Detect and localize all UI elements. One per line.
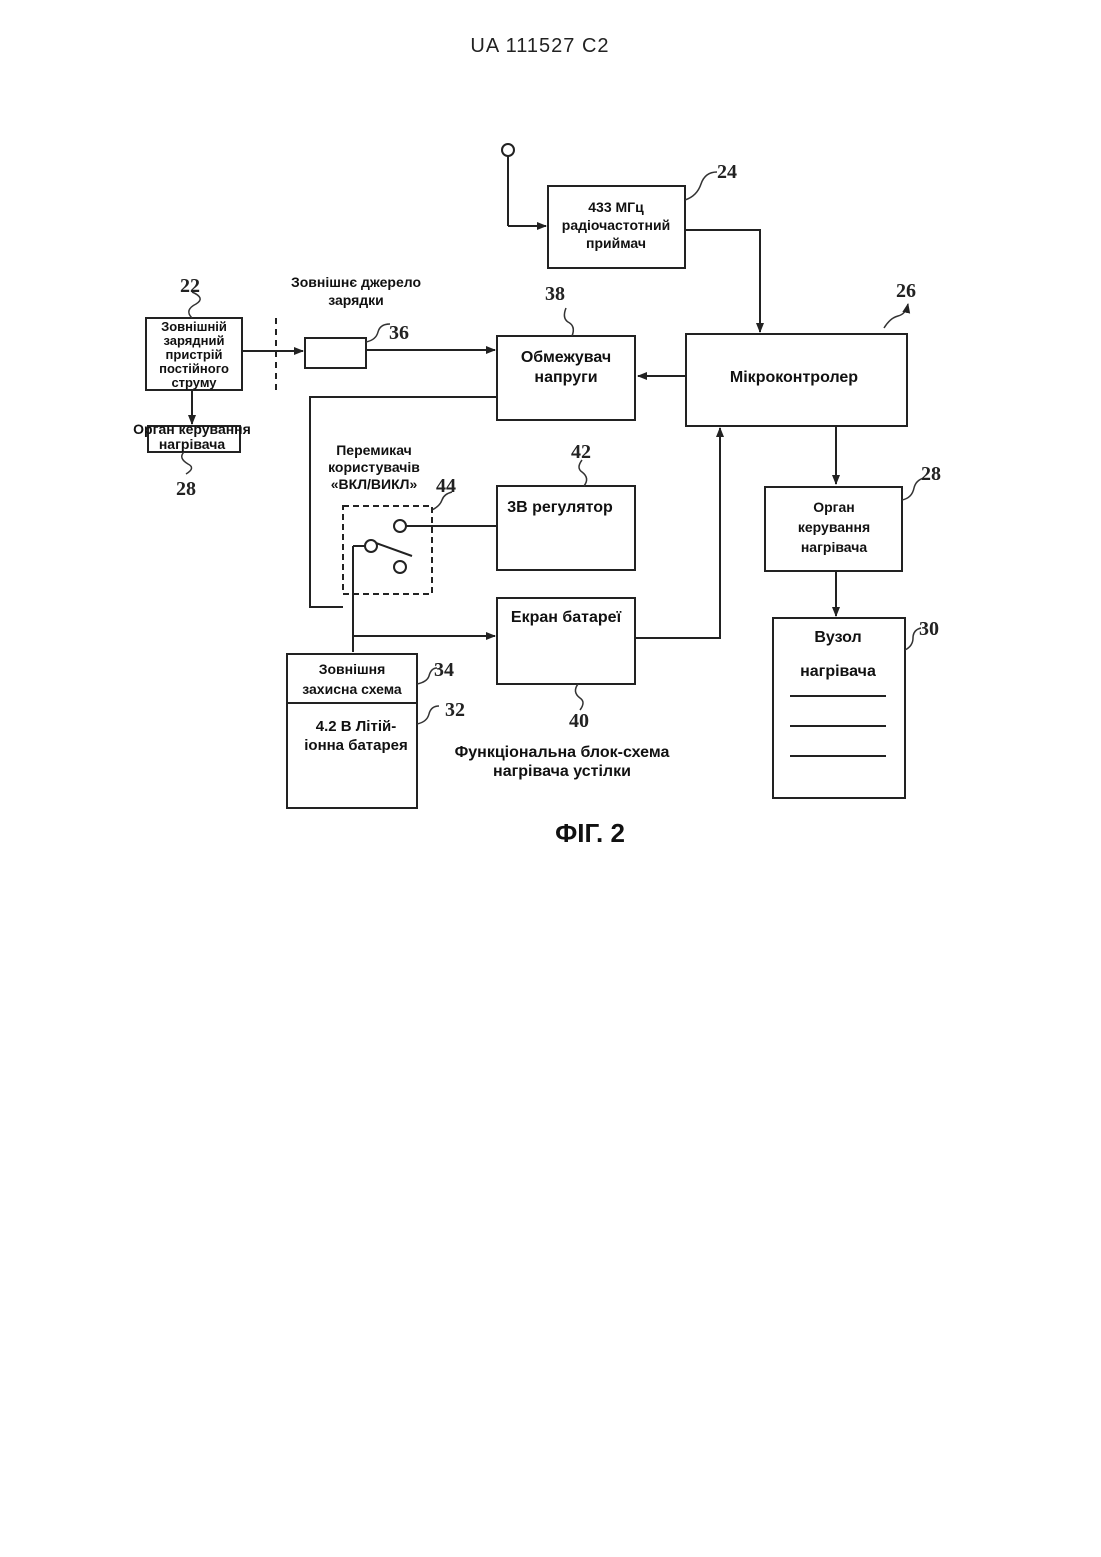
ref-32: 32	[445, 699, 465, 721]
receiver-line-2: радіочастотний	[562, 217, 670, 233]
regulator-block: 3В регулятор	[497, 486, 635, 570]
ref-38: 38	[545, 283, 565, 305]
ref-leader-36	[366, 324, 390, 342]
battery-screen-block: Екран батареї	[497, 598, 635, 684]
ref-26: 26	[896, 280, 916, 302]
regulator-label: 3В регулятор	[507, 499, 613, 516]
ref-40: 40	[569, 710, 589, 732]
ref-42: 42	[571, 441, 591, 463]
heater-control-left-block: Орган керування нагрівача	[133, 421, 251, 452]
ref-leader-32	[417, 706, 439, 724]
switch-line-3: «ВКЛ/ВИКЛ»	[331, 476, 418, 492]
charger-line-5: струму	[171, 375, 217, 390]
antenna-icon	[502, 144, 546, 226]
ref-leader-26	[884, 304, 908, 328]
mcu-label: Мікроконтролер	[730, 369, 858, 386]
battery-pack-block: Зовнішня захисна схема 4.2 В Літій- іонн…	[287, 654, 417, 808]
control-right-line-3: нагрівача	[801, 539, 868, 555]
ref-44: 44	[436, 475, 456, 497]
protection-line-2: захисна схема	[302, 681, 402, 697]
control-left-line-1: Орган керування	[133, 421, 251, 437]
switch-line-2: користувачів	[328, 459, 420, 475]
heater-control-right-block: Орган керування нагрівача	[765, 487, 902, 571]
microcontroller-block: Мікроконтролер	[686, 334, 907, 426]
control-right-line-1: Орган	[813, 499, 855, 515]
switch-line-1: Перемикач	[336, 442, 412, 458]
external-source-line-2: зарядки	[328, 292, 384, 308]
charger-line-2: зарядний	[164, 333, 225, 348]
ref-36: 36	[389, 322, 409, 344]
external-charger-block: Зовнішній зарядний пристрій постійного с…	[146, 318, 242, 390]
external-source-line-1: Зовнішнє джерело	[291, 274, 421, 290]
receiver-line-1: 433 МГц	[588, 199, 644, 215]
battery-line-1: 4.2 В Літій-	[316, 718, 396, 735]
battery-line-2: іонна батарея	[304, 737, 408, 754]
ref-28-right: 28	[921, 463, 941, 485]
ref-24: 24	[717, 161, 737, 183]
limiter-feedback-line	[310, 397, 497, 607]
ref-leader-24	[685, 172, 717, 200]
limiter-line-2: напруги	[534, 369, 597, 386]
receiver-to-mcu-line	[685, 230, 760, 332]
battery-screen-label: Екран батареї	[511, 609, 622, 626]
ref-22: 22	[180, 275, 200, 297]
ref-leader-28-left	[182, 452, 192, 474]
figure-description-line-2: нагрівача устілки	[493, 763, 631, 780]
receiver-line-3: приймач	[586, 235, 646, 251]
figure-caption: ФІГ. 2	[555, 818, 625, 848]
ref-30: 30	[919, 618, 939, 640]
control-left-line-2: нагрівача	[159, 436, 226, 452]
ref-leader-38	[564, 308, 573, 336]
ref-leader-42	[579, 460, 587, 486]
control-right-line-2: керування	[798, 519, 870, 535]
ref-leader-40	[575, 684, 583, 710]
switch-dashed-box	[343, 506, 432, 594]
limiter-line-1: Обмежувач	[521, 349, 611, 366]
heater-unit-line-2: нагрівача	[800, 663, 876, 680]
ref-28-left: 28	[176, 478, 196, 500]
figure-description-line-1: Функціональна блок-схема	[455, 744, 670, 761]
voltage-limiter-block: Обмежувач напруги	[497, 336, 635, 420]
protection-line-1: Зовнішня	[319, 661, 386, 677]
charger-line-3: пристрій	[166, 347, 223, 362]
heater-unit-block: Вузол нагрівача	[773, 618, 905, 798]
receiver-block: 433 МГц радіочастотний приймач	[548, 186, 685, 268]
connector-block	[305, 338, 366, 368]
ref-34: 34	[434, 659, 454, 681]
charger-line-1: Зовнішній	[161, 319, 227, 334]
screen-to-mcu-line	[635, 428, 720, 638]
charger-line-4: постійного	[159, 361, 229, 376]
heater-unit-line-1: Вузол	[814, 629, 861, 646]
patent-header: UA 111527 C2	[470, 35, 609, 57]
switch-icon	[353, 520, 497, 652]
